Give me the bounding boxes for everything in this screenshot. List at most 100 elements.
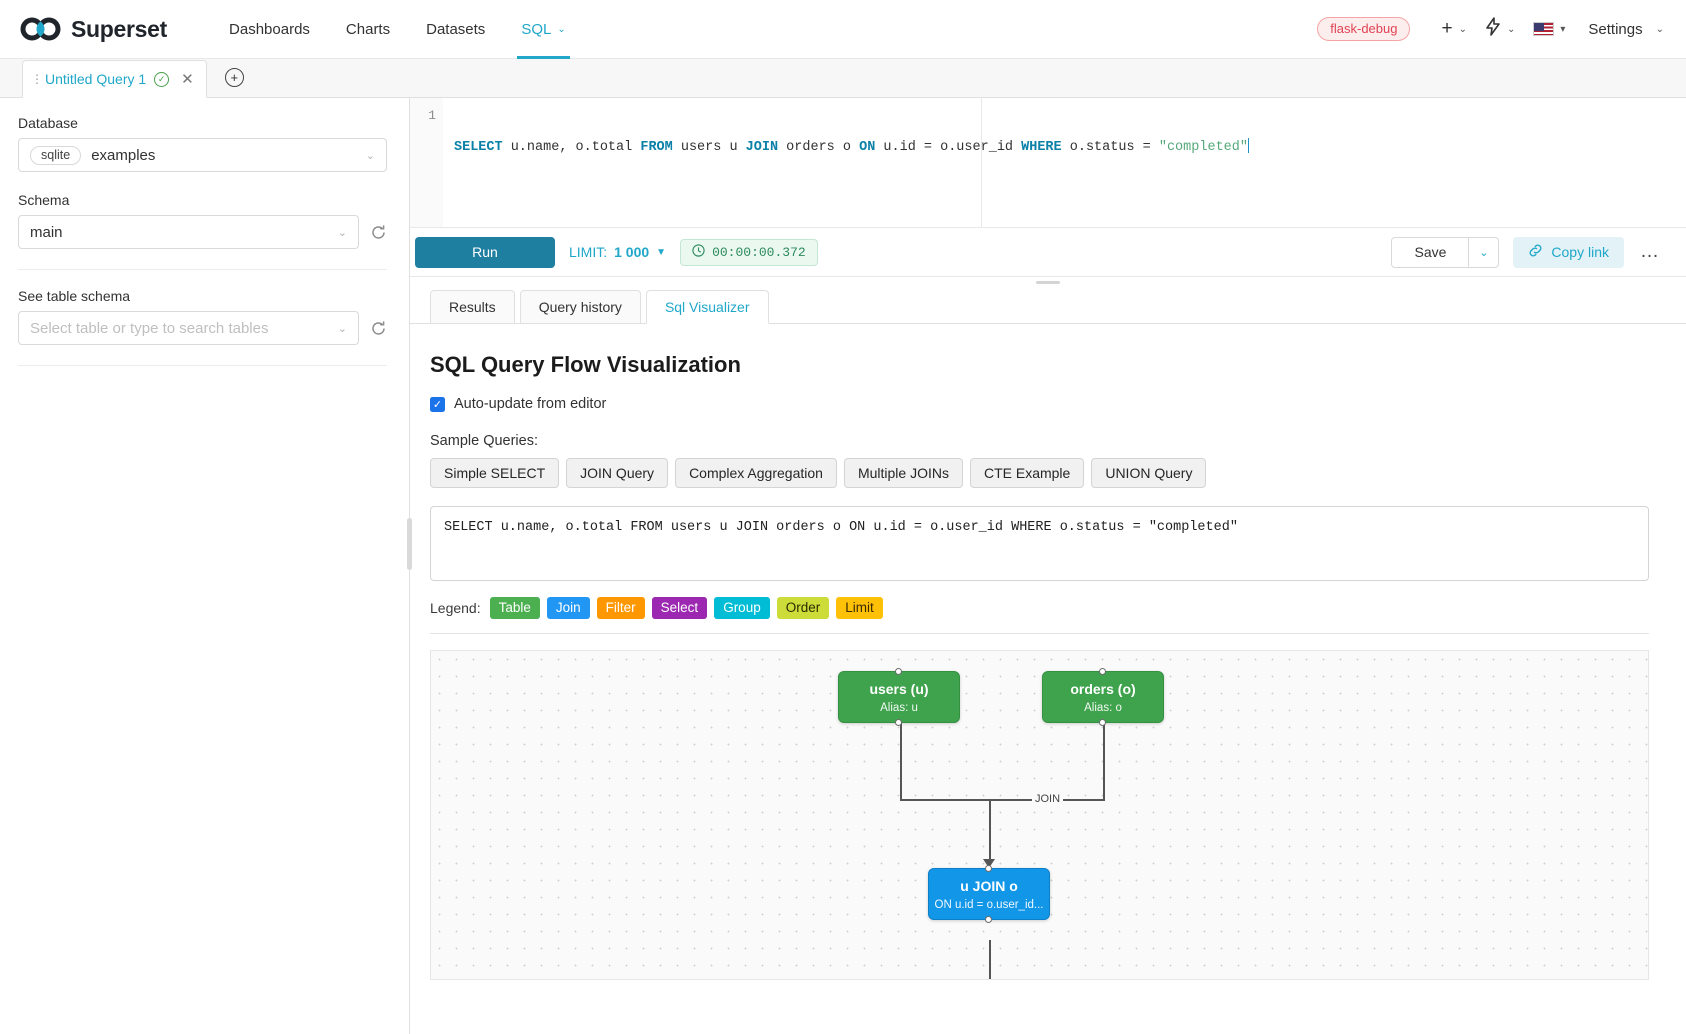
sample-query-multiple-joins[interactable]: Multiple JOINs xyxy=(843,458,963,488)
node-join[interactable]: u JOIN o ON u.id = o.user_id... xyxy=(928,865,1050,923)
navbar-right: flask-debug + ⌄ ⌄ ▾ Settings ⌄ xyxy=(1317,16,1664,42)
nav-datasets[interactable]: Datasets xyxy=(408,0,503,59)
pane-splitter[interactable] xyxy=(410,277,1686,288)
editor-gutter: 1 xyxy=(410,98,443,227)
sample-query-complex-aggregation[interactable]: Complex Aggregation xyxy=(675,458,837,488)
primary-nav: Dashboards Charts Datasets SQL ⌄ xyxy=(211,0,584,59)
node-join-title: u JOIN o xyxy=(960,877,1018,894)
table-select-placeholder: Select table or type to search tables xyxy=(30,319,269,337)
edge-arrowhead xyxy=(983,859,995,868)
tab-results[interactable]: Results xyxy=(430,290,515,324)
line-number: 1 xyxy=(428,108,436,123)
node-users-alias: Alias: u xyxy=(880,701,918,714)
node-users[interactable]: users (u) Alias: u xyxy=(838,668,960,726)
editor-code[interactable]: SELECT u.name, o.total FROM users u JOIN… xyxy=(443,98,1686,227)
flask-debug-badge: flask-debug xyxy=(1317,17,1411,41)
sidebar-resize-handle[interactable] xyxy=(407,518,412,570)
chevron-down-icon: ⌄ xyxy=(337,226,347,239)
settings-menu[interactable]: Settings ⌄ xyxy=(1574,21,1664,38)
query-tab-strip: ⋮ Untitled Query 1 ✓ ✕ + xyxy=(0,59,1686,98)
edge-users-horizontal xyxy=(900,799,1105,801)
link-icon xyxy=(1528,243,1543,261)
sql-editor[interactable]: 1 SELECT u.name, o.total FROM users u JO… xyxy=(410,98,1686,228)
sql-input-textarea[interactable] xyxy=(430,506,1649,581)
limit-dropdown[interactable]: LIMIT: 1 000 ▼ xyxy=(569,244,666,260)
sample-queries-label: Sample Queries: xyxy=(430,433,538,449)
nav-charts-label: Charts xyxy=(345,20,391,38)
query-flow-canvas[interactable]: JOIN users (u) Alias: u orders (o) Alias… xyxy=(430,650,1649,980)
database-value: examples xyxy=(91,146,156,164)
legend-divider xyxy=(430,633,1649,634)
node-orders[interactable]: orders (o) Alias: o xyxy=(1042,668,1164,726)
schema-select[interactable]: main ⌄ xyxy=(18,215,359,249)
save-dropdown-button[interactable]: ⌄ xyxy=(1469,236,1500,268)
node-users-title: users (u) xyxy=(869,680,929,697)
superset-logo[interactable]: Superset xyxy=(20,16,167,43)
auto-update-checkbox[interactable]: ✓ xyxy=(430,396,445,412)
add-query-tab-button[interactable]: + xyxy=(224,68,244,87)
right-pane: 1 SELECT u.name, o.total FROM users u JO… xyxy=(410,98,1686,1034)
chevron-down-icon: ⌄ xyxy=(337,322,347,335)
splitter-grip xyxy=(1036,281,1060,284)
sample-query-cte-example[interactable]: CTE Example xyxy=(969,458,1085,488)
query-timer: 00:00:00.372 xyxy=(680,238,818,266)
top-navbar: Superset Dashboards Charts Datasets SQL … xyxy=(0,0,1686,59)
tab-query-history-label: Query history xyxy=(538,299,622,315)
us-flag-icon xyxy=(1533,22,1555,36)
table-select[interactable]: Select table or type to search tables ⌄ xyxy=(18,311,359,345)
clock-icon xyxy=(692,243,705,261)
main-area: Database sqlite examples ⌄ Schema main ⌄… xyxy=(0,98,1686,1034)
nav-datasets-label: Datasets xyxy=(426,20,486,38)
brand-title: Superset xyxy=(71,15,168,42)
node-port-bottom xyxy=(895,719,902,726)
sample-query-join-query[interactable]: JOIN Query xyxy=(566,458,669,488)
toolbar-right-group: Save ⌄ Copy link … xyxy=(1391,236,1664,268)
limit-value: 1 000 xyxy=(614,244,650,260)
timer-value: 00:00:00.372 xyxy=(712,244,806,260)
edge-join-down xyxy=(989,799,991,863)
tab-sql-visualizer[interactable]: Sql Visualizer xyxy=(645,290,769,324)
node-port-top xyxy=(895,668,902,675)
editor-fold-line xyxy=(981,98,982,227)
nav-sql[interactable]: SQL ⌄ xyxy=(503,0,583,59)
more-options-icon[interactable]: … xyxy=(1640,241,1660,262)
database-engine-pill: sqlite xyxy=(30,145,82,165)
nav-charts[interactable]: Charts xyxy=(328,0,408,59)
drag-handle-icon[interactable]: ⋮ xyxy=(31,72,44,86)
caret-down-icon: ▼ xyxy=(656,246,667,258)
legend-join: Join xyxy=(546,597,590,619)
tab-query-history[interactable]: Query history xyxy=(519,290,641,324)
refresh-schema-icon[interactable] xyxy=(369,223,387,241)
new-item-button[interactable]: + ⌄ xyxy=(1432,18,1476,40)
nav-sql-label: SQL xyxy=(521,20,552,38)
close-icon[interactable]: ✕ xyxy=(181,71,194,88)
database-label: Database xyxy=(18,115,78,131)
language-button[interactable]: ▾ xyxy=(1524,22,1574,36)
save-button[interactable]: Save xyxy=(1391,236,1470,268)
check-circle-icon: ✓ xyxy=(154,71,170,87)
sample-query-simple-select[interactable]: Simple SELECT xyxy=(430,458,560,488)
infinity-logo-icon xyxy=(20,17,62,41)
nav-dashboards-label: Dashboards xyxy=(229,20,310,38)
legend-select: Select xyxy=(651,597,708,619)
legend-row: Legend: Table Join Filter Select Group O… xyxy=(430,597,1666,619)
limit-prefix: LIMIT: xyxy=(569,244,608,260)
run-button[interactable]: Run xyxy=(415,236,555,268)
copy-link-button[interactable]: Copy link xyxy=(1513,236,1624,268)
sample-query-union-query[interactable]: UNION Query xyxy=(1091,458,1207,488)
node-orders-alias: Alias: o xyxy=(1084,701,1122,714)
chevron-down-icon: ⌄ xyxy=(1458,23,1467,35)
result-tab-bar: Results Query history Sql Visualizer xyxy=(410,288,1686,324)
editor-code-line: SELECT u.name, o.total FROM users u JOIN… xyxy=(454,138,1249,155)
legend-order: Order xyxy=(776,597,830,619)
legend-limit: Limit xyxy=(836,597,883,619)
chevron-down-icon: ⌄ xyxy=(365,149,375,162)
refresh-tables-icon[interactable] xyxy=(369,319,387,337)
alerts-button[interactable]: ⌄ xyxy=(1476,16,1524,42)
database-select[interactable]: sqlite examples ⌄ xyxy=(18,138,387,172)
node-port-top xyxy=(1099,668,1106,675)
schema-row: main ⌄ xyxy=(18,215,387,249)
nav-dashboards[interactable]: Dashboards xyxy=(211,0,328,59)
sidebar-divider-2 xyxy=(18,365,387,366)
query-tab-untitled-query-1[interactable]: ⋮ Untitled Query 1 ✓ ✕ xyxy=(22,60,207,98)
